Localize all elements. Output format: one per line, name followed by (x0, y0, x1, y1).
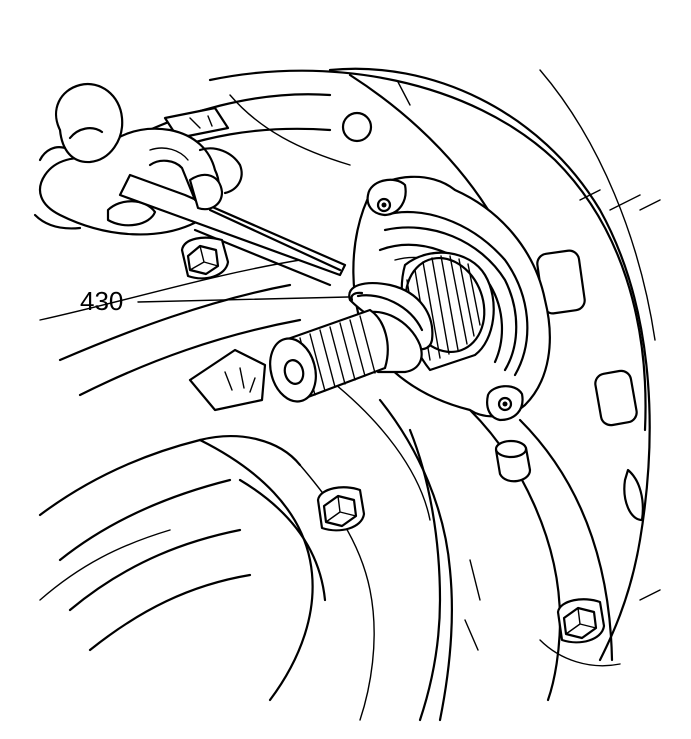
input-shaft-icon (269, 251, 495, 403)
leader-line (137, 296, 349, 303)
bolt-icon (180, 236, 230, 280)
callout-430: 430 (80, 286, 349, 316)
pick-tool-icon (118, 159, 347, 287)
casing-slot (594, 369, 638, 427)
housing-outline (38, 67, 661, 722)
bolt-icon (316, 486, 366, 532)
callout-label: 430 (80, 286, 123, 316)
dowel-pin (494, 439, 532, 483)
casing-hole (341, 111, 373, 143)
bolt-icon (556, 598, 606, 644)
